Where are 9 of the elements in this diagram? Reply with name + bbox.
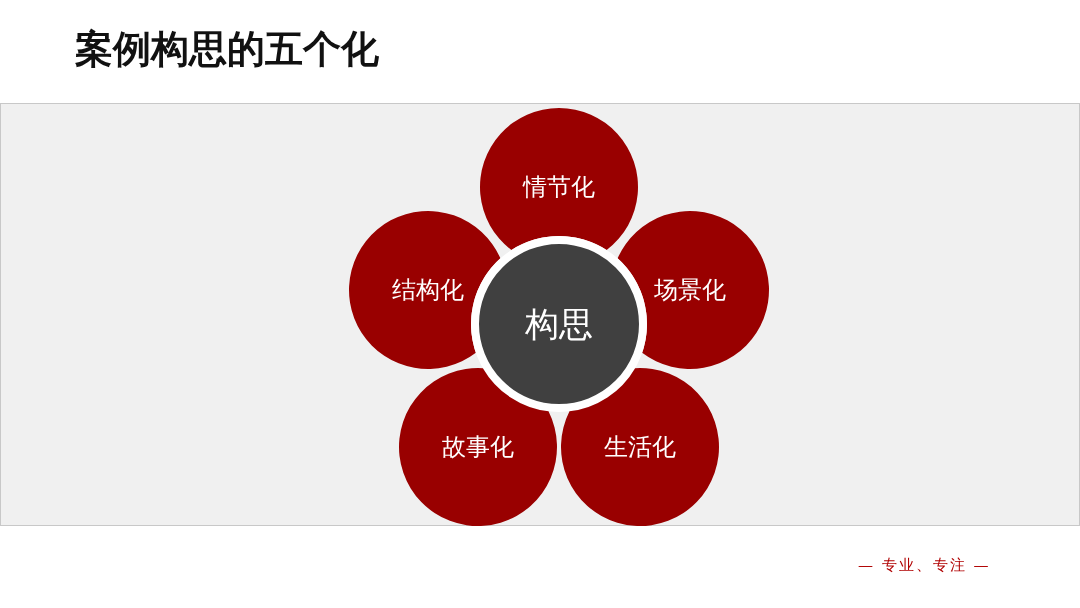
node-label: 构思	[525, 304, 593, 344]
node-label: 情节化	[523, 173, 595, 201]
slogan: — 专业、专注 —	[858, 556, 991, 575]
node-label: 场景化	[654, 276, 726, 304]
node-label: 结构化	[392, 276, 464, 304]
node-label: 故事化	[442, 433, 514, 461]
node-label: 生活化	[604, 433, 676, 461]
center-circle	[471, 236, 647, 412]
title: 案例构思的五个化	[75, 26, 379, 73]
